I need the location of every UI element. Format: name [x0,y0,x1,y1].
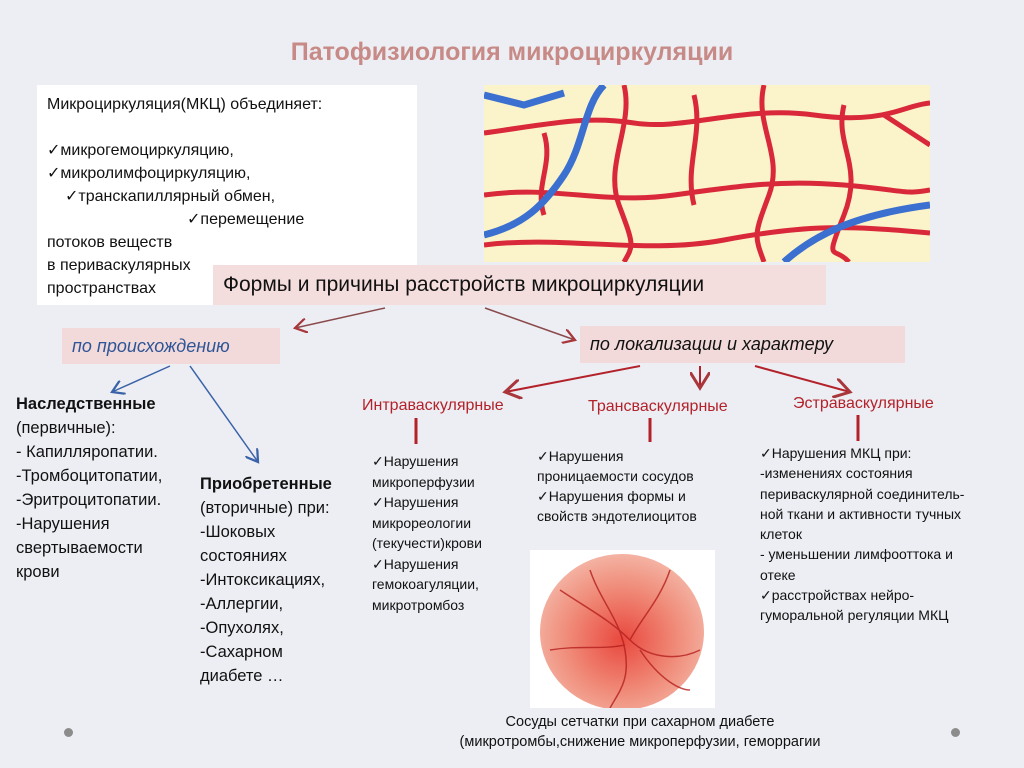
list-item: -Сахарном [200,643,283,661]
extravascular-list: ✓Нарушения МКЦ при: -изменениях состояни… [760,443,964,626]
list-item: -Эритроцитопатии. [16,491,162,509]
list-item: - уменьшении лимфооттока и [760,546,953,563]
origin-category: по происхождению [62,328,280,364]
retina-image [530,550,715,708]
list-item: ✓Нарушения [372,494,459,510]
list-item: микроперфузии [372,473,475,490]
caption-line: Сосуды сетчатки при сахарном диабете [505,714,775,730]
intro-box: Микроциркуляция(МКЦ) объединяет: ✓микрог… [37,85,417,305]
list-item: (первичные): [16,419,116,437]
acquired-column: Приобретенные (вторичные) при: -Шоковых … [200,472,332,688]
retina-caption: Сосуды сетчатки при сахарном диабете (ми… [380,712,900,752]
list-item: - Капилляропатии. [16,443,158,461]
list-item: гуморальной регуляции МКЦ [760,607,949,624]
intravascular-heading: Интраваскулярные [362,397,504,414]
intro-line: ✓транскапиллярный обмен, [65,188,276,205]
slide-nav-dot-right[interactable] [951,728,960,737]
list-item: крови [16,563,60,581]
list-item: проницаемости сосудов [537,468,694,484]
intro-line: ✓перемещение [187,211,305,228]
causes-banner: Формы и причины расстройств микроциркуля… [213,265,826,305]
intro-line: потоков веществ [47,234,173,251]
list-item: ✓Нарушения МКЦ при: [760,445,912,461]
hereditary-column: Наследственные (первичные): - Капилляроп… [16,392,162,584]
list-item: ной ткани и активности тучных [760,505,962,522]
intro-line: пространствах [47,280,156,297]
list-item: состояниях [200,547,287,565]
list-item: ✓расстройствах нейро- [760,587,915,604]
list-item: ✓Нарушения [372,453,459,469]
list-item: (вторичные) при: [200,499,330,517]
transvascular-heading: Трансваскулярные [588,398,728,415]
intro-line: ✓микролимфоциркуляцию, [47,165,251,182]
list-item: -изменениях состояния [760,465,913,482]
list-item: клеток [760,526,802,543]
hereditary-heading: Наследственные [16,395,156,413]
list-item: ✓Нарушения [372,555,459,572]
list-item: -Тромбоцитопатии, [16,467,163,485]
microvessel-network-image [484,85,930,262]
list-item: ✓Нарушения формы и [537,488,686,504]
list-item: свойств эндотелиоцитов [537,508,697,524]
list-item: микрореологии [372,514,472,531]
slide-title: Патофизиология микроциркуляции [290,38,734,66]
list-item: -Опухолях, [200,619,284,637]
list-item: периваскулярной соединитель- [760,485,965,502]
intro-line: ✓микрогемоциркуляцию, [47,142,234,159]
list-item: свертываемости [16,539,143,557]
list-item: (текучести)крови [372,535,482,551]
list-item: -Интоксикациях, [200,571,326,589]
intro-line: в периваскулярных [47,257,191,274]
extravascular-heading: Эстраваскулярные [793,395,934,412]
list-item: гемокоагуляции, [372,576,479,592]
list-item: диабете … [200,667,284,685]
acquired-heading: Приобретенные [200,475,332,493]
slide-nav-dot-left[interactable] [64,728,73,737]
intravascular-list: ✓Нарушения микроперфузии ✓Нарушения микр… [372,451,482,615]
intro-line: Микроциркуляция(МКЦ) объединяет: [47,96,323,113]
list-item: отеке [760,566,796,583]
caption-line: (микротромбы,снижение микроперфузии, гем… [459,734,821,750]
location-category: по локализации и характеру [580,326,905,363]
list-item: микротромбоз [372,596,465,613]
list-item: ✓Нарушения [537,448,624,464]
list-item: -Шоковых [200,523,276,541]
list-item: -Аллергии, [200,595,284,613]
list-item: -Нарушения [16,515,110,533]
transvascular-list: ✓Нарушения проницаемости сосудов ✓Наруше… [537,446,697,526]
